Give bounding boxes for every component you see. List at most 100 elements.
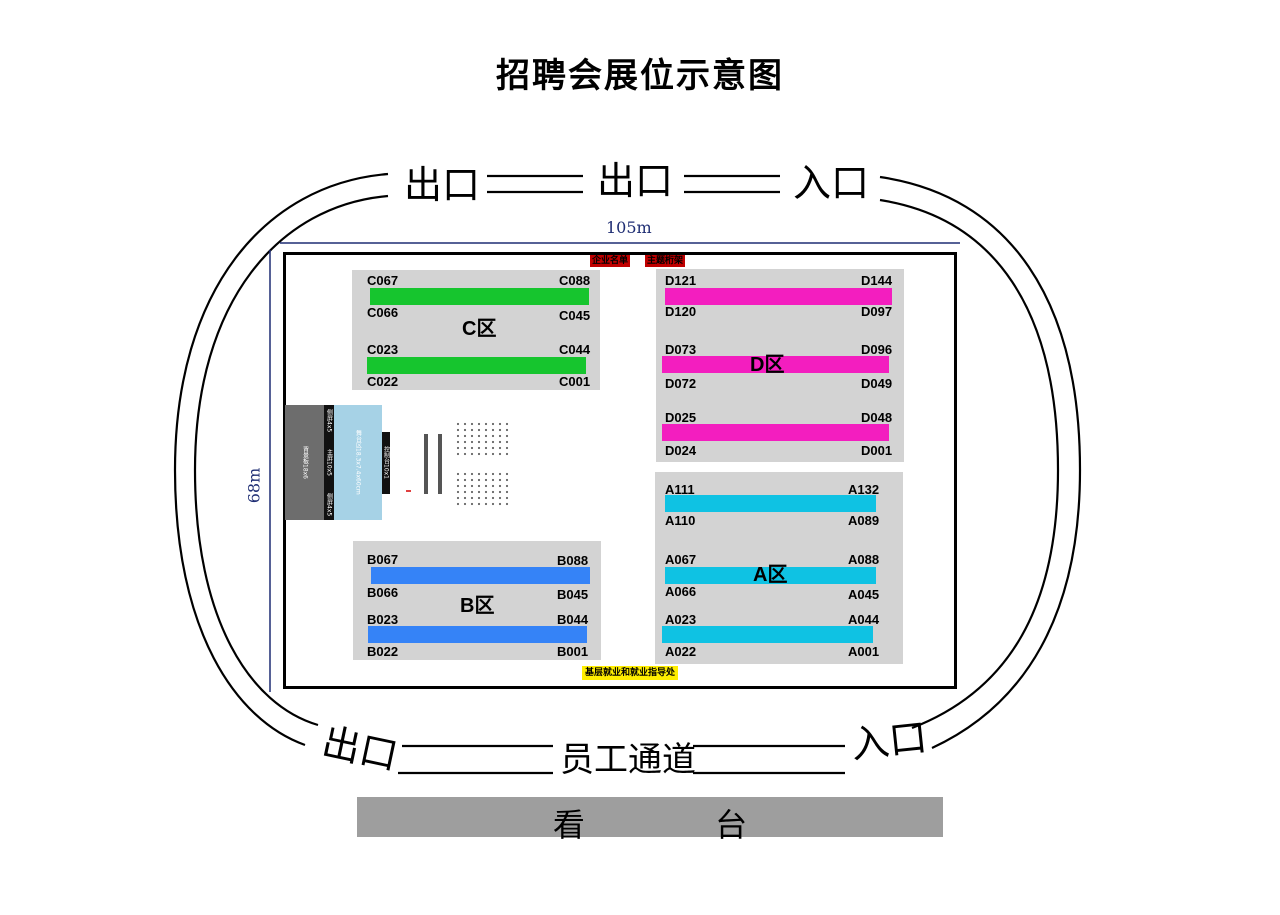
zone-a-booth-row-3[interactable] xyxy=(662,626,873,643)
seat-dot xyxy=(456,440,460,444)
zone-c-label: C区 xyxy=(462,318,497,340)
zone-a-booth-row-2[interactable] xyxy=(665,567,876,584)
seat-dot xyxy=(498,422,502,426)
width-dimension-label: 105m xyxy=(606,218,652,237)
control-console: 控制台10x1 xyxy=(382,432,390,494)
booth-code: D120 xyxy=(665,304,697,319)
seat-dot xyxy=(491,434,495,438)
seat-dot xyxy=(477,496,481,500)
seat-dot xyxy=(498,446,502,450)
booth-code: D096 xyxy=(861,342,893,357)
seat-dot xyxy=(484,490,488,494)
seat-dot xyxy=(456,434,460,438)
booth-code: A044 xyxy=(848,612,880,627)
seat-dot xyxy=(477,502,481,506)
seat-dot xyxy=(470,422,474,426)
theme-frame-tag: 主题桁架 xyxy=(645,255,686,267)
zone-d-booth-row-3[interactable] xyxy=(662,424,889,441)
seat-dot xyxy=(463,422,467,426)
seat-dot xyxy=(477,440,481,444)
zone-b-booth-row-1[interactable] xyxy=(371,567,590,584)
seat-dot xyxy=(498,434,502,438)
seat-dot xyxy=(491,428,495,432)
seat-dot xyxy=(505,496,509,500)
seat-dot xyxy=(484,434,488,438)
booth-code: D144 xyxy=(861,273,893,288)
seat-dot xyxy=(456,472,460,476)
seat-dot xyxy=(463,490,467,494)
booth-code: B067 xyxy=(367,552,399,567)
seat-dot xyxy=(505,434,509,438)
booth-code: D048 xyxy=(861,410,893,425)
seat-dot xyxy=(484,502,488,506)
booth-code: A001 xyxy=(848,644,880,659)
booth-code: C088 xyxy=(559,273,591,288)
seat-dot xyxy=(484,472,488,476)
seat-dot xyxy=(505,472,509,476)
booth-code: C066 xyxy=(367,305,399,320)
seat-dot xyxy=(498,484,502,488)
booth-code: A066 xyxy=(665,584,697,599)
seat-dot xyxy=(463,478,467,482)
main-screen-label: 主屏10x5 xyxy=(325,448,333,476)
seat-dot xyxy=(463,440,467,444)
booth-code: D025 xyxy=(665,410,697,425)
seat-dot xyxy=(505,502,509,506)
seat-dot xyxy=(470,490,474,494)
booth-code: A023 xyxy=(665,612,697,627)
seat-dot xyxy=(491,496,495,500)
seat-dot xyxy=(470,478,474,482)
booth-code: D072 xyxy=(665,376,697,391)
gate-bottom-right-entrance: 入口 xyxy=(848,715,930,767)
stage-platform-label: 舞台区18.3x7.4x60cm xyxy=(354,430,362,495)
booth-code: C067 xyxy=(367,273,399,288)
height-dimension-label: 68m xyxy=(244,467,264,504)
seat-dot xyxy=(463,484,467,488)
zone-b-label: B区 xyxy=(460,595,495,617)
seat-dot xyxy=(484,440,488,444)
booth-code: B088 xyxy=(557,553,589,568)
zone-d-label: D区 xyxy=(750,354,785,376)
seat-dot xyxy=(456,452,460,456)
seat-dot xyxy=(484,452,488,456)
booth-code: D049 xyxy=(861,376,893,391)
booth-code: D097 xyxy=(861,304,893,319)
seat-dot xyxy=(477,478,481,482)
zone-d-booth-row-1[interactable] xyxy=(665,288,892,305)
seat-dot xyxy=(498,440,502,444)
stage-platform: 舞台区18.3x7.4x60cm xyxy=(334,405,382,520)
seat-dot xyxy=(456,496,460,500)
booth-code: C022 xyxy=(367,374,399,389)
booth-code: D073 xyxy=(665,342,697,357)
seat-dot xyxy=(463,472,467,476)
gate-top-middle-exit: 出口 xyxy=(597,159,674,203)
booth-code: B045 xyxy=(557,587,589,602)
seat-dot xyxy=(484,422,488,426)
zone-b-booth-row-2[interactable] xyxy=(368,626,587,643)
seat-dot xyxy=(491,472,495,476)
seat-dot xyxy=(477,422,481,426)
seat-dot xyxy=(505,490,509,494)
spectator-stand xyxy=(357,797,943,837)
zone-a-booth-row-1[interactable] xyxy=(665,495,876,512)
seat-dot xyxy=(498,428,502,432)
booth-code: B023 xyxy=(367,612,399,627)
seat-dot xyxy=(470,434,474,438)
gate-staff-passage: 员工通道 xyxy=(560,740,696,780)
seat-dot xyxy=(477,490,481,494)
zone-d-booth-row-2[interactable] xyxy=(662,356,889,373)
zone-c-booth-row-1[interactable] xyxy=(370,288,589,305)
booth-code: B044 xyxy=(557,612,589,627)
grassroots-employment-guidance-tag: 基层就业和就业指导处 xyxy=(582,666,679,680)
seat-dot xyxy=(463,502,467,506)
zone-c-booth-row-2[interactable] xyxy=(367,357,586,374)
booth-code: B001 xyxy=(557,644,589,659)
seat-dot xyxy=(470,452,474,456)
seat-dot xyxy=(477,434,481,438)
side-screen-bottom-label: 侧屏4x5 xyxy=(325,492,333,516)
seat-dot xyxy=(491,484,495,488)
audience-seating xyxy=(406,422,509,506)
seat-dot xyxy=(470,496,474,500)
seat-dot xyxy=(456,422,460,426)
